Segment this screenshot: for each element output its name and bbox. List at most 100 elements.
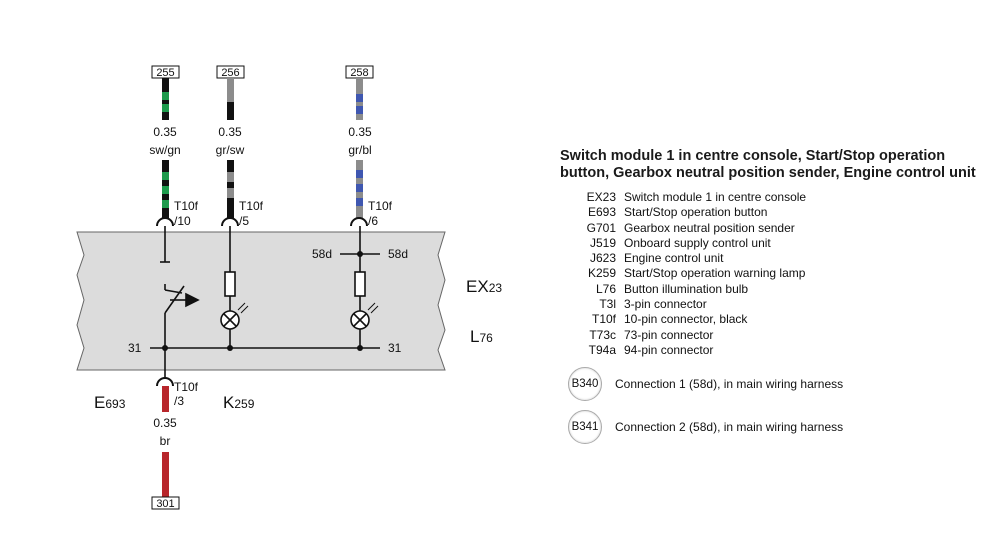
wire-color-code: gr/bl — [348, 143, 371, 157]
wire-gauge: 0.35 — [153, 125, 177, 139]
connection-desc: Connection 2 (58d), in main wiring harne… — [615, 420, 844, 434]
wire-color-code: br — [160, 434, 171, 448]
wire-stripe — [356, 170, 363, 178]
legend-row: K259 Start/Stop operation warning lamp — [560, 266, 806, 281]
wire-stripe — [227, 102, 234, 120]
legend-row: J623 Engine control unit — [560, 251, 806, 266]
light-rays — [237, 302, 379, 314]
legend-desc: Onboard supply control unit — [624, 235, 771, 250]
legend-row: T94a 94-pin connector — [560, 343, 806, 358]
legend-desc: Gearbox neutral position sender — [624, 220, 795, 235]
legend-row: G701 Gearbox neutral position sender — [560, 221, 806, 236]
wire-stripe — [356, 184, 363, 192]
connection-circle: B341 — [568, 410, 602, 444]
legend-row: EX23 Switch module 1 in centre console — [560, 190, 806, 205]
wire-258: 258 0.35 gr/bl T10f /6 — [345, 65, 393, 228]
wire-stripe — [356, 94, 363, 102]
wire-stripe — [227, 188, 234, 198]
legend-code: T10f — [591, 312, 616, 327]
internal-circuit — [150, 226, 380, 378]
legend-desc: Button illumination bulb — [624, 281, 749, 296]
connector-arc — [156, 217, 174, 227]
legend-code: T94a — [588, 342, 616, 357]
legend-code: L76 — [595, 281, 616, 296]
connector-arc — [221, 217, 239, 227]
legend-desc: 94-pin connector — [624, 342, 714, 357]
wire-segment — [162, 452, 169, 497]
wire-stripe — [227, 172, 234, 182]
signal-58d-right: 58d — [388, 247, 408, 261]
wire-color-code: sw/gn — [149, 143, 180, 157]
legend-code: T73c — [589, 327, 616, 342]
connector-label: T10f — [368, 199, 393, 213]
legend-row: L76 Button illumination bulb — [560, 282, 806, 297]
connector-label: T10f — [174, 199, 199, 213]
wire-stripe — [356, 106, 363, 114]
wire-segment — [162, 386, 169, 412]
legend-code: J519 — [589, 235, 616, 250]
legend: Switch module 1 in centre console, Start… — [560, 148, 990, 358]
legend-row: T3l 3-pin connector — [560, 297, 806, 312]
connector-pin: /6 — [368, 214, 378, 228]
legend-row: E693 Start/Stop operation button — [560, 205, 806, 220]
wire-gauge: 0.35 — [218, 125, 242, 139]
legend-desc: 10-pin connector, black — [624, 312, 748, 327]
legend-code: EX23 — [586, 190, 616, 204]
legend-row: T10f 10-pin connector, black — [560, 312, 806, 327]
wire-255: 255 0.35 sw/gn T10f /10 — [149, 65, 199, 228]
legend-code: J623 — [589, 251, 616, 266]
component-label-e693: E693 — [94, 393, 126, 412]
legend-title: Switch module 1 in centre console, Start… — [560, 148, 976, 181]
connector-arc — [156, 377, 174, 387]
legend-desc: Engine control unit — [624, 251, 724, 266]
component-label-ex23: EX23 — [466, 277, 502, 296]
wire-301: T10f /3 0.35 br 301 — [151, 377, 199, 510]
wire-id: 258 — [350, 67, 368, 79]
legend-code: G701 — [586, 220, 616, 235]
wire-id: 255 — [156, 67, 174, 79]
component-label-k259: K259 — [223, 393, 255, 412]
connection-circle: B340 — [568, 367, 602, 401]
wire-id: 301 — [156, 498, 174, 510]
wire-id: 256 — [221, 67, 239, 79]
signal-58d-left: 58d — [312, 247, 332, 261]
wire-stripe — [356, 198, 363, 206]
legend-table: EX23 Switch module 1 in centre console E6… — [560, 190, 806, 358]
legend-desc: 73-pin connector — [624, 327, 714, 342]
legend-desc: Start/Stop operation warning lamp — [624, 266, 806, 281]
legend-desc: Switch module 1 in centre console — [624, 190, 807, 204]
component-label-l76: L76 — [470, 327, 493, 346]
legend-code: T3l — [599, 297, 616, 312]
wire-stripe — [162, 104, 169, 112]
legend-row: J519 Onboard supply control unit — [560, 236, 806, 251]
legend-code: K259 — [587, 266, 616, 281]
connection-desc: Connection 1 (58d), in main wiring harne… — [615, 377, 844, 391]
wire-segment — [227, 78, 234, 120]
wire-id-box — [151, 496, 180, 510]
wire-stripe — [162, 186, 169, 194]
connector-label: T10f — [239, 199, 264, 213]
legend-row: T73c 73-pin connector — [560, 328, 806, 343]
connector-pin: /3 — [174, 394, 184, 408]
wire-gauge: 0.35 — [348, 125, 372, 139]
ground-label-left: 31 — [128, 341, 142, 355]
wire-gauge: 0.35 — [153, 416, 177, 430]
connection-b341: B341 Connection 2 (58d), in main wiring … — [568, 410, 843, 444]
legend-code: E693 — [587, 205, 616, 220]
connector-arc — [350, 217, 368, 227]
module-box — [76, 231, 446, 371]
wire-stripe — [162, 172, 169, 180]
wire-stripe — [162, 200, 169, 208]
connector-pin: /5 — [239, 214, 249, 228]
legend-desc: 3-pin connector — [624, 297, 707, 312]
wire-stripe — [162, 92, 169, 100]
wire-color-code: gr/sw — [216, 143, 245, 157]
junction-dots — [162, 251, 363, 351]
legend-desc: Start/Stop operation button — [624, 205, 768, 220]
connector-label: T10f — [174, 380, 199, 394]
wire-256: 256 0.35 gr/sw T10f /5 — [216, 65, 264, 228]
connector-pin: /10 — [174, 214, 191, 228]
ground-label-right: 31 — [388, 341, 402, 355]
connection-b340: B340 Connection 1 (58d), in main wiring … — [568, 367, 843, 401]
